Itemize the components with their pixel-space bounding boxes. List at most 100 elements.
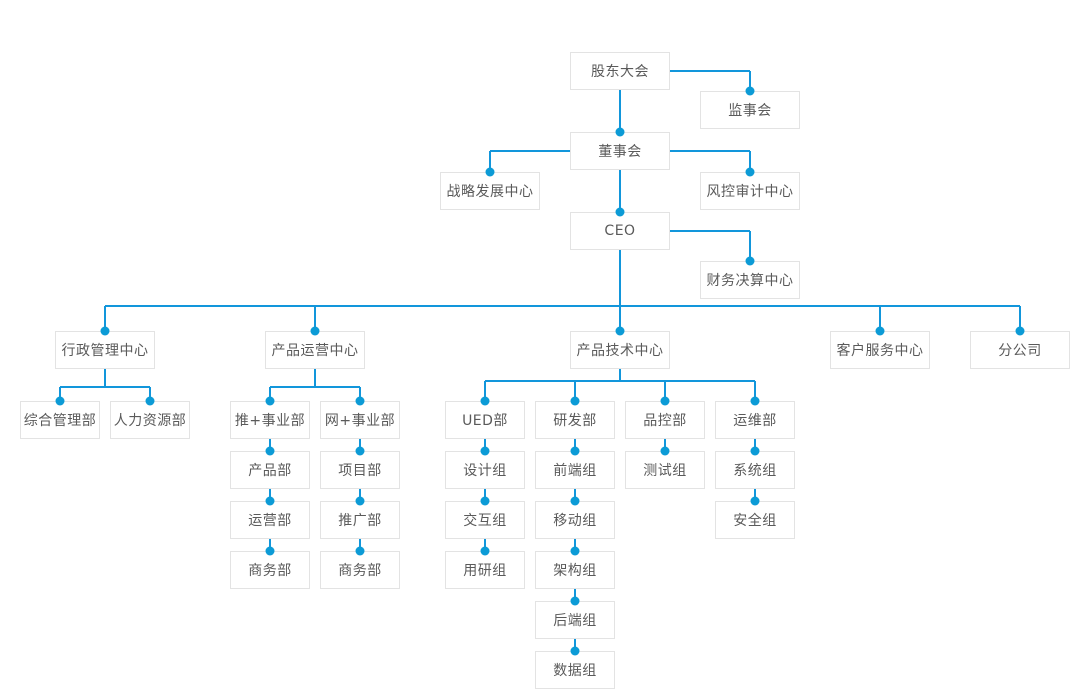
connector-dot-icon <box>745 256 755 266</box>
connector-dot-icon <box>355 546 365 556</box>
node-label: 用研组 <box>463 563 507 579</box>
node-label: 商务部 <box>338 563 382 579</box>
connector-dot-icon <box>1015 326 1025 336</box>
node-label: UED部 <box>462 413 508 429</box>
node-股东大会[interactable]: 股东大会 <box>570 52 670 90</box>
node-label: 交互组 <box>463 513 507 529</box>
node-label: 后端组 <box>553 613 597 629</box>
node-label: 安全组 <box>733 513 777 529</box>
node-财务决算中心[interactable]: 财务决算中心 <box>700 261 800 299</box>
node-label: 董事会 <box>598 144 642 160</box>
node-分公司[interactable]: 分公司 <box>970 331 1070 369</box>
connector-dot-icon <box>265 546 275 556</box>
node-系统组[interactable]: 系统组 <box>715 451 795 489</box>
connector-dot-icon <box>570 546 580 556</box>
node-label: 运营部 <box>248 513 292 529</box>
node-项目部[interactable]: 项目部 <box>320 451 400 489</box>
node-商务部[interactable]: 商务部 <box>320 551 400 589</box>
node-label: 研发部 <box>553 413 597 429</box>
node-label: 前端组 <box>553 463 597 479</box>
node-风控审计中心[interactable]: 风控审计中心 <box>700 172 800 210</box>
node-人力资源部[interactable]: 人力资源部 <box>110 401 190 439</box>
connector-dot-icon <box>485 167 495 177</box>
node-测试组[interactable]: 测试组 <box>625 451 705 489</box>
node-label: 行政管理中心 <box>61 343 149 359</box>
node-label: 推广部 <box>338 513 382 529</box>
node-label: 品控部 <box>643 413 687 429</box>
node-label: 移动组 <box>553 513 597 529</box>
connector-dot-icon <box>480 546 490 556</box>
node-label: 人力资源部 <box>113 413 187 429</box>
connector-dot-icon <box>570 596 580 606</box>
node-label: 架构组 <box>553 563 597 579</box>
node-推广部[interactable]: 推广部 <box>320 501 400 539</box>
node-研发部[interactable]: 研发部 <box>535 401 615 439</box>
node-产品运营中心[interactable]: 产品运营中心 <box>265 331 365 369</box>
node-交互组[interactable]: 交互组 <box>445 501 525 539</box>
node-label: 商务部 <box>248 563 292 579</box>
node-ued部[interactable]: UED部 <box>445 401 525 439</box>
node-运营部[interactable]: 运营部 <box>230 501 310 539</box>
node-label: 客户服务中心 <box>836 343 924 359</box>
connector-dot-icon <box>660 396 670 406</box>
node-董事会[interactable]: 董事会 <box>570 132 670 170</box>
connector-dot-icon <box>480 396 490 406</box>
connector-dot-icon <box>745 86 755 96</box>
connector-dot-icon <box>355 446 365 456</box>
node-label: 产品部 <box>248 463 292 479</box>
connector-dot-icon <box>480 446 490 456</box>
node-后端组[interactable]: 后端组 <box>535 601 615 639</box>
connector-dot-icon <box>355 396 365 406</box>
node-label: 监事会 <box>728 103 772 119</box>
node-行政管理中心[interactable]: 行政管理中心 <box>55 331 155 369</box>
node-用研组[interactable]: 用研组 <box>445 551 525 589</box>
connector-dot-icon <box>745 167 755 177</box>
connector-dot-icon <box>480 496 490 506</box>
connector-dot-icon <box>265 396 275 406</box>
node-label: 战略发展中心 <box>446 184 534 200</box>
connector-dot-icon <box>100 326 110 336</box>
node-战略发展中心[interactable]: 战略发展中心 <box>440 172 540 210</box>
connector-dot-icon <box>570 496 580 506</box>
node-网+事业部[interactable]: 网+事业部 <box>320 401 400 439</box>
node-label: 风控审计中心 <box>706 184 794 200</box>
connector-dot-icon <box>570 646 580 656</box>
node-运维部[interactable]: 运维部 <box>715 401 795 439</box>
connector-dot-icon <box>615 127 625 137</box>
node-移动组[interactable]: 移动组 <box>535 501 615 539</box>
node-label: 系统组 <box>733 463 777 479</box>
node-商务部[interactable]: 商务部 <box>230 551 310 589</box>
node-label: 产品技术中心 <box>576 343 664 359</box>
connector-dot-icon <box>570 446 580 456</box>
connector-dot-icon <box>310 326 320 336</box>
node-综合管理部[interactable]: 综合管理部 <box>20 401 100 439</box>
node-label: 股东大会 <box>591 64 649 80</box>
connector-dot-icon <box>750 496 760 506</box>
node-产品部[interactable]: 产品部 <box>230 451 310 489</box>
node-品控部[interactable]: 品控部 <box>625 401 705 439</box>
node-前端组[interactable]: 前端组 <box>535 451 615 489</box>
node-监事会[interactable]: 监事会 <box>700 91 800 129</box>
node-label: 运维部 <box>733 413 777 429</box>
connector-dot-icon <box>615 207 625 217</box>
node-数据组[interactable]: 数据组 <box>535 651 615 689</box>
node-label: 财务决算中心 <box>706 273 794 289</box>
node-架构组[interactable]: 架构组 <box>535 551 615 589</box>
node-安全组[interactable]: 安全组 <box>715 501 795 539</box>
connector-dot-icon <box>875 326 885 336</box>
node-产品技术中心[interactable]: 产品技术中心 <box>570 331 670 369</box>
node-label: 产品运营中心 <box>271 343 359 359</box>
connector-dot-icon <box>615 326 625 336</box>
connector-dot-icon <box>355 496 365 506</box>
node-label: 分公司 <box>998 343 1042 359</box>
node-label: 测试组 <box>643 463 687 479</box>
node-设计组[interactable]: 设计组 <box>445 451 525 489</box>
node-label: CEO <box>604 223 636 239</box>
node-label: 设计组 <box>463 463 507 479</box>
node-label: 综合管理部 <box>23 413 97 429</box>
node-ceo[interactable]: CEO <box>570 212 670 250</box>
node-客户服务中心[interactable]: 客户服务中心 <box>830 331 930 369</box>
node-推+事业部[interactable]: 推+事业部 <box>230 401 310 439</box>
connector-dot-icon <box>570 396 580 406</box>
